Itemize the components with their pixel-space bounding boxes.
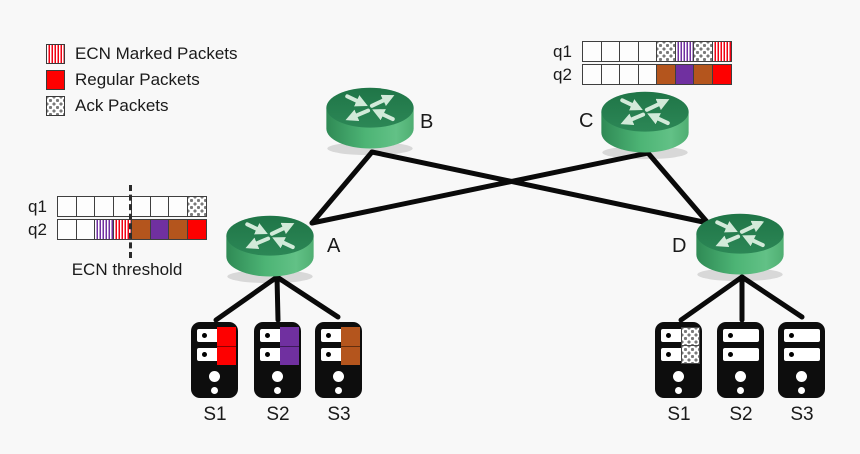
router-B-label: B bbox=[420, 111, 434, 133]
ecn-marked-swatch-icon bbox=[46, 44, 65, 64]
router-C-icon bbox=[597, 88, 693, 162]
router-A-label: A bbox=[327, 235, 341, 257]
server-led-dot bbox=[675, 387, 682, 394]
queue-cell-brown bbox=[131, 219, 151, 240]
queue-cell-empty bbox=[168, 196, 188, 217]
queue-cell-empty bbox=[600, 41, 621, 62]
server-led-dot bbox=[737, 387, 744, 394]
server-power-dot bbox=[272, 371, 283, 382]
queue-cell-empty bbox=[57, 219, 77, 240]
left-queue-q1 bbox=[57, 196, 207, 217]
legend-label: Ack Packets bbox=[75, 96, 169, 115]
queue-cell-ecn-purple bbox=[674, 41, 695, 62]
server-slot bbox=[723, 329, 759, 342]
server-slot bbox=[784, 329, 820, 342]
server-power-dot bbox=[796, 371, 807, 382]
router-D-icon bbox=[692, 210, 788, 284]
queue-cell-empty bbox=[637, 41, 658, 62]
queue-cell-empty bbox=[582, 41, 602, 62]
queue-cell-empty bbox=[149, 196, 170, 217]
regular-packet-swatch-icon bbox=[46, 70, 65, 90]
server-power-dot bbox=[209, 371, 220, 382]
legend-label: ECN Marked Packets bbox=[75, 44, 238, 63]
server-led-dot bbox=[274, 387, 281, 394]
server-right-s3 bbox=[778, 322, 825, 398]
right-queue-q1 bbox=[582, 41, 732, 62]
queue-cell-empty bbox=[637, 64, 658, 85]
server-slot bbox=[784, 348, 820, 361]
server-packet-block-ack bbox=[681, 327, 700, 364]
server-right-s1 bbox=[655, 322, 702, 398]
server-packet-block-purple bbox=[280, 327, 299, 365]
router-B-icon bbox=[322, 84, 418, 158]
server-left-s2-label: S2 bbox=[266, 404, 290, 425]
server-led-dot bbox=[798, 387, 805, 394]
queue-cell-empty bbox=[75, 219, 96, 240]
server-right-s2 bbox=[717, 322, 764, 398]
server-left-s1 bbox=[191, 322, 238, 398]
server-packet-block-red bbox=[217, 327, 236, 365]
left-queue-q1-label: q1 bbox=[28, 197, 47, 216]
server-slot bbox=[723, 348, 759, 361]
queue-cell-empty bbox=[600, 64, 621, 85]
ecn-threshold-line bbox=[129, 185, 132, 258]
legend-label: Regular Packets bbox=[75, 70, 200, 89]
queue-cell-purple bbox=[674, 64, 695, 85]
server-led-dot bbox=[335, 387, 342, 394]
queue-cell-empty bbox=[75, 196, 96, 217]
queue-cell-purple bbox=[149, 219, 170, 240]
server-right-s3-label: S3 bbox=[790, 404, 814, 425]
queue-cell-ecn-red bbox=[711, 41, 732, 62]
queue-cell-red bbox=[711, 64, 732, 85]
queue-cell-empty bbox=[94, 196, 114, 217]
right-queue-q1-label: q1 bbox=[553, 42, 572, 61]
link-C-A bbox=[309, 150, 651, 226]
server-packet-block-brown bbox=[341, 327, 360, 365]
queue-cell-empty bbox=[131, 196, 151, 217]
queue-cell-empty bbox=[57, 196, 77, 217]
server-left-s3-label: S3 bbox=[327, 404, 351, 425]
queue-cell-ack bbox=[693, 41, 713, 62]
server-left-s2 bbox=[254, 322, 301, 398]
link-B-A bbox=[309, 149, 375, 226]
legend-item-ack: Ack Packets bbox=[46, 96, 169, 116]
queue-cell-red bbox=[186, 219, 207, 240]
right-queue-q2-label: q2 bbox=[553, 65, 572, 84]
legend-item-regular: Regular Packets bbox=[46, 70, 200, 90]
link-B-D bbox=[369, 149, 711, 226]
server-right-s2-label: S2 bbox=[729, 404, 753, 425]
queue-cell-ack bbox=[656, 41, 676, 62]
ack-packet-swatch-icon bbox=[46, 96, 65, 116]
queue-cell-empty bbox=[619, 64, 639, 85]
server-led-dot bbox=[211, 387, 218, 394]
queue-cell-brown bbox=[693, 64, 713, 85]
legend-item-ecn-marked: ECN Marked Packets bbox=[46, 44, 238, 64]
server-left-s3 bbox=[315, 322, 362, 398]
server-power-dot bbox=[333, 371, 344, 382]
server-power-dot bbox=[735, 371, 746, 382]
queue-cell-empty bbox=[619, 41, 639, 62]
server-power-dot bbox=[673, 371, 684, 382]
router-A-icon bbox=[222, 212, 318, 286]
queue-cell-brown bbox=[168, 219, 188, 240]
ecn-threshold-label: ECN threshold bbox=[71, 260, 183, 279]
queue-cell-ecn-purple bbox=[94, 219, 114, 240]
right-queue-q2 bbox=[582, 64, 732, 85]
router-D-label: D bbox=[672, 235, 687, 257]
left-queue-q2-label: q2 bbox=[28, 220, 47, 239]
router-C-label: C bbox=[579, 110, 594, 132]
queue-cell-brown bbox=[656, 64, 676, 85]
server-right-s1-label: S1 bbox=[667, 404, 691, 425]
server-left-s1-label: S1 bbox=[203, 404, 227, 425]
queue-cell-ack bbox=[186, 196, 207, 217]
queue-cell-empty bbox=[582, 64, 602, 85]
